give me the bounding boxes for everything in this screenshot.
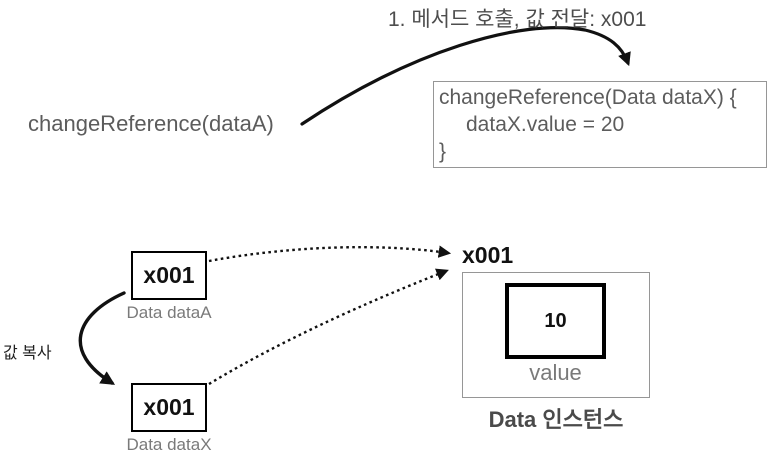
dataX-reference-arrow-icon: [208, 268, 449, 386]
ref-box-dataA-label: Data dataA: [126, 303, 212, 322]
caller-expression: changeReference(dataA): [28, 111, 274, 136]
instance-box: 10 value: [462, 272, 650, 398]
value-field-label: value: [529, 360, 582, 385]
instance-address: x001: [462, 242, 514, 268]
value-field-box: 10: [505, 283, 606, 359]
value-copy-label: 값 복사: [3, 345, 52, 362]
code-line-1: changeReference(Data dataX) {: [439, 86, 737, 109]
step-title: 1. 메서드 호출, 값 전달: x001: [388, 8, 647, 31]
code-line-2: dataX.value = 20: [466, 113, 625, 136]
dataA-reference-arrow-icon: [208, 245, 452, 263]
ref-box-dataX-label: Data dataX: [126, 435, 212, 454]
instance-caption: Data 인스턴스: [488, 407, 624, 432]
ref-box-dataA: x001: [131, 251, 207, 300]
value-field-value: 10: [544, 309, 567, 332]
ref-box-dataX: x001: [131, 383, 207, 432]
ref-box-dataX-value: x001: [143, 394, 195, 420]
method-code-box: changeReference(Data dataX) { dataX.valu…: [433, 81, 767, 168]
code-line-3: }: [439, 140, 447, 163]
ref-box-dataA-value: x001: [143, 262, 195, 288]
